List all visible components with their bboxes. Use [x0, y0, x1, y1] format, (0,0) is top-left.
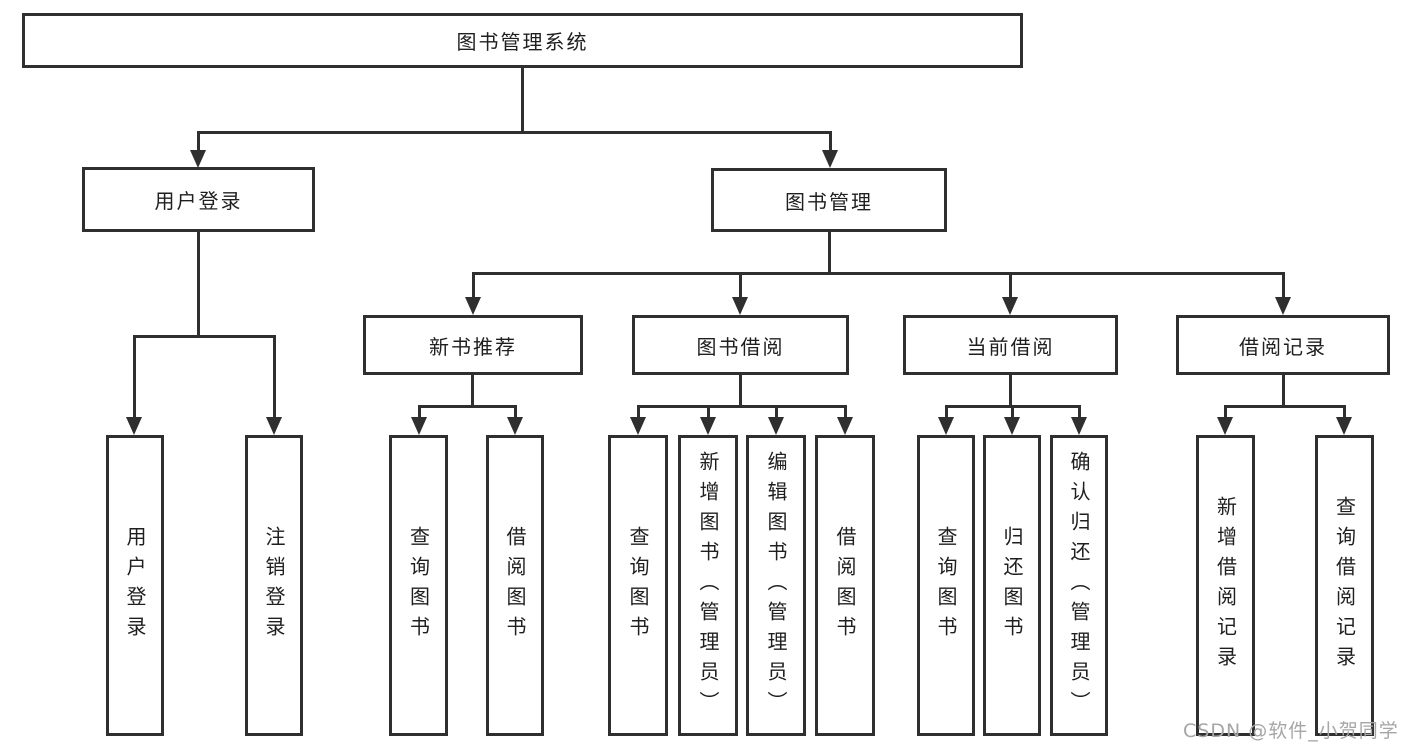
connector-root-trunk: [521, 68, 524, 134]
leaf-user-login-label: 用户登录: [123, 525, 147, 646]
arrowhead-query-books-borrowing: [630, 417, 646, 435]
leaf-query-books-current: 查询图书: [917, 435, 975, 736]
arrowhead-book-management: [822, 150, 838, 168]
leaf-confirm-return-admin: 确认归还（管理员）: [1050, 435, 1108, 736]
leaf-add-borrow-record-label: 新增借阅记录: [1213, 495, 1238, 676]
connector-leaf-user-login-shaft: [133, 335, 136, 419]
node-user-login-label: 用户登录: [154, 189, 243, 213]
connector-borrowing-records-trunk: [1282, 375, 1285, 408]
node-current-borrowing-label: 当前借阅: [966, 334, 1055, 359]
connector-shaft: [514, 405, 517, 419]
connector-level1-crossbar: [197, 131, 832, 134]
connector-book-management-trunk: [828, 232, 831, 275]
leaf-return-books: 归还图书: [983, 435, 1041, 736]
connector-shaft: [1224, 405, 1227, 419]
arrowhead-leaf-logout: [266, 417, 282, 435]
arrowhead-borrow-books-borrowing: [837, 417, 853, 435]
node-book-management-label: 图书管理: [785, 189, 873, 214]
arrowhead-return-books: [1004, 417, 1020, 435]
connector-shaft: [418, 405, 421, 419]
arrowhead-borrow-books-recommend: [507, 417, 523, 435]
leaf-edit-books-admin-label: 编辑图书（管理员）: [764, 450, 788, 721]
node-borrowing-records: 借阅记录: [1176, 315, 1390, 375]
leaf-edit-books-admin: 编辑图书（管理员）: [746, 435, 806, 736]
leaf-query-books-recommend-label: 查询图书: [406, 525, 431, 646]
arrowhead-query-borrow-record: [1336, 417, 1352, 435]
arrowhead-new-book-recommendation: [465, 297, 481, 315]
leaf-confirm-return-admin-label: 确认归还（管理员）: [1067, 450, 1091, 721]
connector-new-book-trunk: [471, 375, 474, 408]
connector-new-book-crossbar: [418, 405, 517, 408]
node-borrowing-records-label: 借阅记录: [1239, 334, 1327, 359]
leaf-add-books-admin-label: 新增图书（管理员）: [696, 450, 720, 721]
connector-shaft: [1011, 405, 1014, 419]
connector-book-management-shaft: [829, 131, 832, 152]
node-book-management: 图书管理: [711, 168, 947, 232]
leaf-add-books-admin: 新增图书（管理员）: [678, 435, 738, 736]
leaf-return-books-label: 归还图书: [1000, 525, 1024, 646]
arrowhead-add-borrow-record: [1217, 417, 1233, 435]
connector-shaft: [1343, 405, 1346, 419]
arrowhead-query-books-current: [938, 417, 954, 435]
leaf-borrow-books-borrowing-label: 借阅图书: [833, 525, 857, 646]
csdn-watermark: CSDN @软件_小贺同学: [1183, 720, 1399, 742]
connector-shaft: [945, 405, 948, 419]
arrowhead-confirm-return-admin: [1071, 417, 1087, 435]
arrowhead-leaf-user-login: [126, 417, 142, 435]
connector-book-borrowing-shaft: [739, 272, 742, 300]
connector-user-login-crossbar: [133, 335, 276, 338]
leaf-borrow-books-recommend: 借阅图书: [486, 435, 544, 736]
connector-borrowing-records-crossbar: [1224, 405, 1346, 408]
leaf-logout: 注销登录: [245, 435, 303, 736]
leaf-query-books-borrowing-label: 查询图书: [626, 525, 650, 646]
node-book-borrowing-label: 图书借阅: [696, 334, 785, 359]
connector-shaft: [1078, 405, 1081, 419]
arrowhead-query-books-recommend: [411, 417, 427, 435]
node-user-login: 用户登录: [82, 167, 315, 232]
node-new-book-recommendation: 新书推荐: [363, 315, 583, 375]
node-current-borrowing: 当前借阅: [903, 315, 1118, 375]
node-book-management-system: 图书管理系统: [22, 13, 1023, 68]
connector-shaft: [637, 405, 640, 419]
arrowhead-borrowing-records: [1275, 297, 1291, 315]
leaf-borrow-books-recommend-label: 借阅图书: [503, 525, 527, 646]
leaf-borrow-books-borrowing: 借阅图书: [815, 435, 875, 736]
connector-user-login-shaft: [197, 131, 200, 152]
node-book-borrowing: 图书借阅: [632, 315, 849, 375]
arrowhead-edit-books-admin: [768, 417, 784, 435]
leaf-query-books-current-label: 查询图书: [934, 525, 958, 646]
connector-current-borrowing-trunk: [1009, 375, 1012, 408]
connector-leaf-logout-shaft: [273, 335, 276, 419]
leaf-query-borrow-record: 查询借阅记录: [1315, 435, 1374, 736]
connector-level2-crossbar: [472, 272, 1284, 275]
connector-shaft: [707, 405, 710, 419]
leaf-query-books-recommend: 查询图书: [389, 435, 448, 736]
leaf-logout-label: 注销登录: [262, 525, 286, 646]
connector-shaft: [844, 405, 847, 419]
leaf-add-borrow-record: 新增借阅记录: [1196, 435, 1255, 736]
connector-user-login-trunk: [197, 232, 200, 338]
arrowhead-user-login: [190, 150, 206, 168]
connector-shaft: [775, 405, 778, 419]
leaf-query-books-borrowing: 查询图书: [608, 435, 668, 736]
connector-current-borrowing-shaft: [1009, 272, 1012, 300]
node-new-book-recommendation-label: 新书推荐: [429, 334, 517, 359]
node-book-management-system-label: 图书管理系统: [456, 30, 589, 54]
leaf-query-borrow-record-label: 查询借阅记录: [1332, 495, 1357, 676]
arrowhead-current-borrowing: [1002, 297, 1018, 315]
arrowhead-book-borrowing: [732, 297, 748, 315]
connector-borrowing-records-shaft: [1282, 272, 1285, 300]
leaf-user-login: 用户登录: [106, 435, 164, 736]
connector-new-book-shaft: [472, 272, 475, 300]
arrowhead-add-books-admin: [700, 417, 716, 435]
connector-book-borrowing-crossbar: [637, 405, 847, 408]
connector-book-borrowing-trunk: [739, 375, 742, 408]
